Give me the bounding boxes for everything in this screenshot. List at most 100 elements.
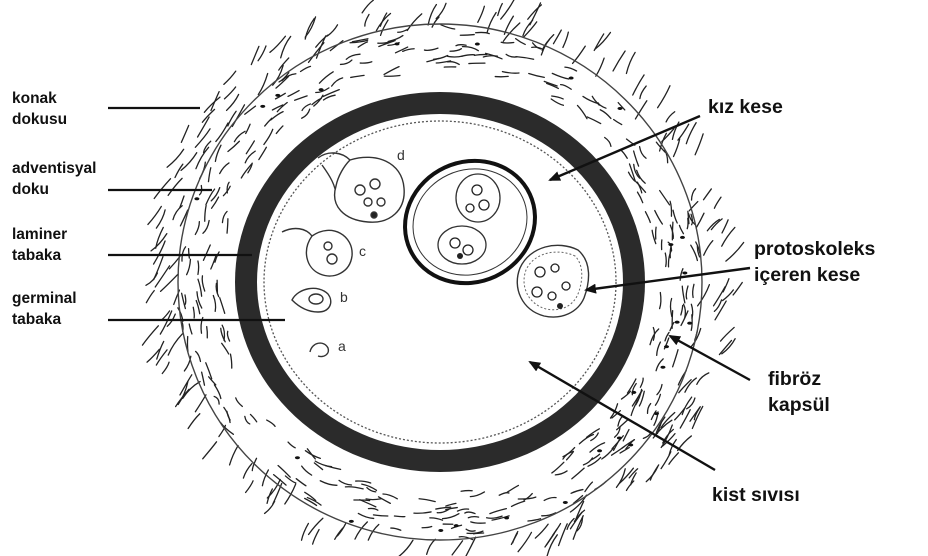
tissue-fiber bbox=[693, 284, 694, 297]
tissue-fiber bbox=[224, 407, 230, 422]
tissue-fiber bbox=[640, 378, 643, 387]
tissue-fiber bbox=[547, 535, 557, 556]
tissue-fiber bbox=[572, 468, 584, 479]
tissue-fiber bbox=[465, 512, 475, 514]
tissue-fiber bbox=[209, 377, 216, 385]
tissue-fiber bbox=[441, 25, 455, 29]
tissue-nucleus bbox=[295, 456, 300, 459]
tissue-fiber bbox=[246, 124, 250, 133]
label-laminer-tabaka-line1: laminer bbox=[12, 224, 67, 245]
tissue-nucleus bbox=[319, 88, 324, 91]
tissue-fiber bbox=[660, 293, 661, 309]
tissue-fiber bbox=[203, 245, 210, 260]
tissue-fiber bbox=[714, 287, 726, 306]
tissue-fiber bbox=[267, 420, 275, 426]
tissue-fiber bbox=[680, 269, 683, 281]
tissue-fiber bbox=[180, 375, 192, 395]
tissue-fiber bbox=[213, 295, 215, 311]
label-germinal-tabaka: germinal tabaka bbox=[12, 288, 77, 330]
tissue-fiber bbox=[378, 497, 390, 504]
tissue-fiber bbox=[362, 0, 373, 13]
tissue-fiber bbox=[142, 326, 158, 345]
tissue-fiber bbox=[544, 497, 556, 500]
tissue-fiber bbox=[320, 481, 337, 486]
tissue-fiber bbox=[577, 105, 587, 118]
tissue-fiber bbox=[278, 466, 290, 478]
tissue-fiber bbox=[305, 451, 320, 459]
tissue-fiber bbox=[571, 490, 583, 494]
tissue-fiber bbox=[655, 211, 663, 225]
tissue-fiber bbox=[267, 489, 272, 503]
tissue-fiber bbox=[224, 71, 236, 84]
tissue-fiber bbox=[681, 311, 688, 326]
tissue-fiber bbox=[228, 111, 236, 126]
tissue-nucleus bbox=[631, 391, 636, 394]
tissue-fiber bbox=[220, 298, 225, 314]
tissue-fiber bbox=[339, 480, 351, 485]
tissue-fiber bbox=[214, 396, 219, 404]
tissue-fiber bbox=[452, 541, 462, 555]
tissue-fiber bbox=[185, 295, 186, 305]
tissue-nucleus bbox=[668, 243, 673, 246]
tissue-fiber bbox=[155, 266, 169, 287]
label-konak-dokusu: konak dokusu bbox=[12, 88, 67, 130]
tissue-fiber bbox=[394, 516, 404, 517]
tissue-fiber bbox=[211, 188, 220, 201]
tissue-fiber bbox=[419, 499, 435, 502]
tissue-fiber bbox=[501, 42, 514, 43]
label-germinal-tabaka-line1: germinal bbox=[12, 288, 77, 309]
tissue-fiber bbox=[422, 527, 432, 528]
label-kiz-kese: kız kese bbox=[708, 94, 783, 120]
tissue-fiber bbox=[207, 327, 208, 338]
label-konak-dokusu-line2: dokusu bbox=[12, 109, 67, 130]
tissue-fiber bbox=[682, 286, 685, 303]
label-fibroz-kapsul: fibröz kapsül bbox=[768, 366, 830, 418]
tissue-fiber bbox=[414, 512, 431, 513]
tissue-fiber bbox=[384, 75, 400, 76]
tissue-fiber bbox=[188, 414, 200, 429]
label-adventisyal-doku: adventisyal doku bbox=[12, 158, 96, 200]
tissue-fiber bbox=[146, 291, 154, 303]
tissue-fiber bbox=[307, 449, 315, 459]
tissue-fiber bbox=[673, 210, 677, 223]
tissue-fiber bbox=[661, 452, 671, 469]
tissue-fiber bbox=[222, 343, 229, 354]
tissue-fiber bbox=[365, 14, 369, 26]
tissue-fiber bbox=[264, 129, 273, 144]
tissue-fiber bbox=[686, 286, 688, 299]
tissue-fiber bbox=[528, 5, 542, 19]
tissue-fiber bbox=[518, 532, 531, 551]
protoscolex-brood-capsule bbox=[517, 245, 588, 317]
tissue-fiber bbox=[673, 350, 678, 367]
tissue-fiber bbox=[660, 191, 670, 205]
stage-letter-c: c bbox=[359, 243, 366, 259]
tissue-fiber bbox=[443, 514, 459, 519]
tissue-fiber bbox=[653, 328, 654, 341]
tissue-fiber bbox=[222, 211, 227, 222]
tissue-fiber bbox=[337, 523, 345, 535]
stage-letter-b: b bbox=[340, 289, 348, 305]
label-laminer-tabaka-line2: tabaka bbox=[12, 245, 67, 266]
tissue-fiber bbox=[634, 151, 639, 166]
label-protoskoleks-iceren-kese: protoskoleks içeren kese bbox=[754, 236, 875, 288]
tissue-fiber bbox=[436, 3, 446, 18]
tissue-fiber bbox=[241, 164, 251, 178]
tissue-fiber bbox=[470, 492, 484, 497]
tissue-fiber bbox=[430, 518, 443, 520]
tissue-fiber bbox=[181, 125, 188, 142]
tissue-fiber bbox=[640, 147, 646, 159]
tissue-fiber bbox=[245, 416, 250, 424]
tissue-fiber bbox=[246, 481, 253, 493]
tissue-fiber bbox=[637, 192, 642, 203]
tissue-nucleus bbox=[675, 321, 680, 324]
tissue-fiber bbox=[650, 465, 658, 480]
tissue-fiber bbox=[670, 201, 671, 216]
tissue-fiber bbox=[313, 530, 319, 545]
tissue-fiber bbox=[383, 494, 397, 499]
tissue-fiber bbox=[203, 221, 209, 234]
tissue-fiber bbox=[206, 189, 215, 205]
tissue-fiber bbox=[462, 47, 478, 51]
tissue-fiber bbox=[645, 212, 650, 223]
tissue-fiber bbox=[498, 4, 503, 16]
tissue-fiber bbox=[695, 134, 703, 155]
